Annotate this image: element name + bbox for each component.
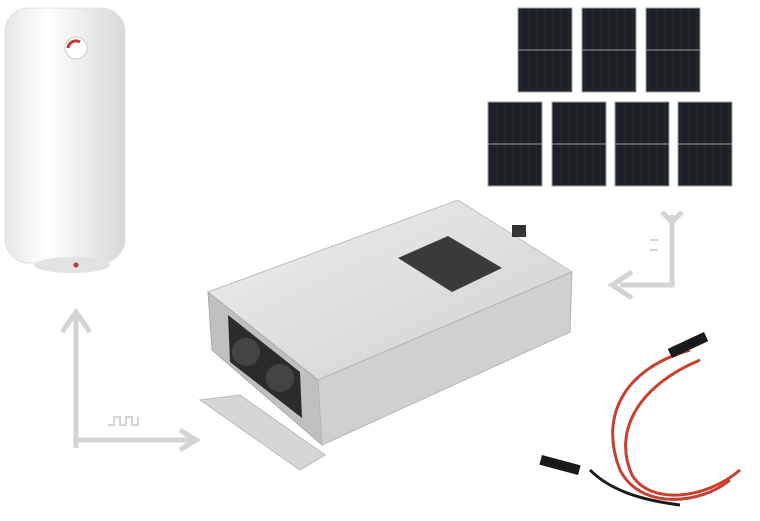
solar-panel [614,101,670,187]
pv-cables [539,332,741,507]
solar-panel [645,7,701,93]
inverter [198,199,574,471]
power-socket [266,364,294,392]
water-heater [4,7,126,273]
power-socket [232,338,260,366]
mc4-connector [539,454,581,476]
ac-flow-arrow [59,307,201,453]
dc-flow-arrow [607,210,684,301]
indicator-light [73,262,79,268]
solar-panels [487,7,733,187]
inverter-label-plate [398,236,502,292]
mc4-connector [667,332,709,358]
solar-panel [551,101,607,187]
solar-panel [677,101,733,187]
dc-terminal [512,225,526,237]
solar-panel [487,101,543,187]
solar-panel [517,7,573,93]
solar-panel [581,7,637,93]
